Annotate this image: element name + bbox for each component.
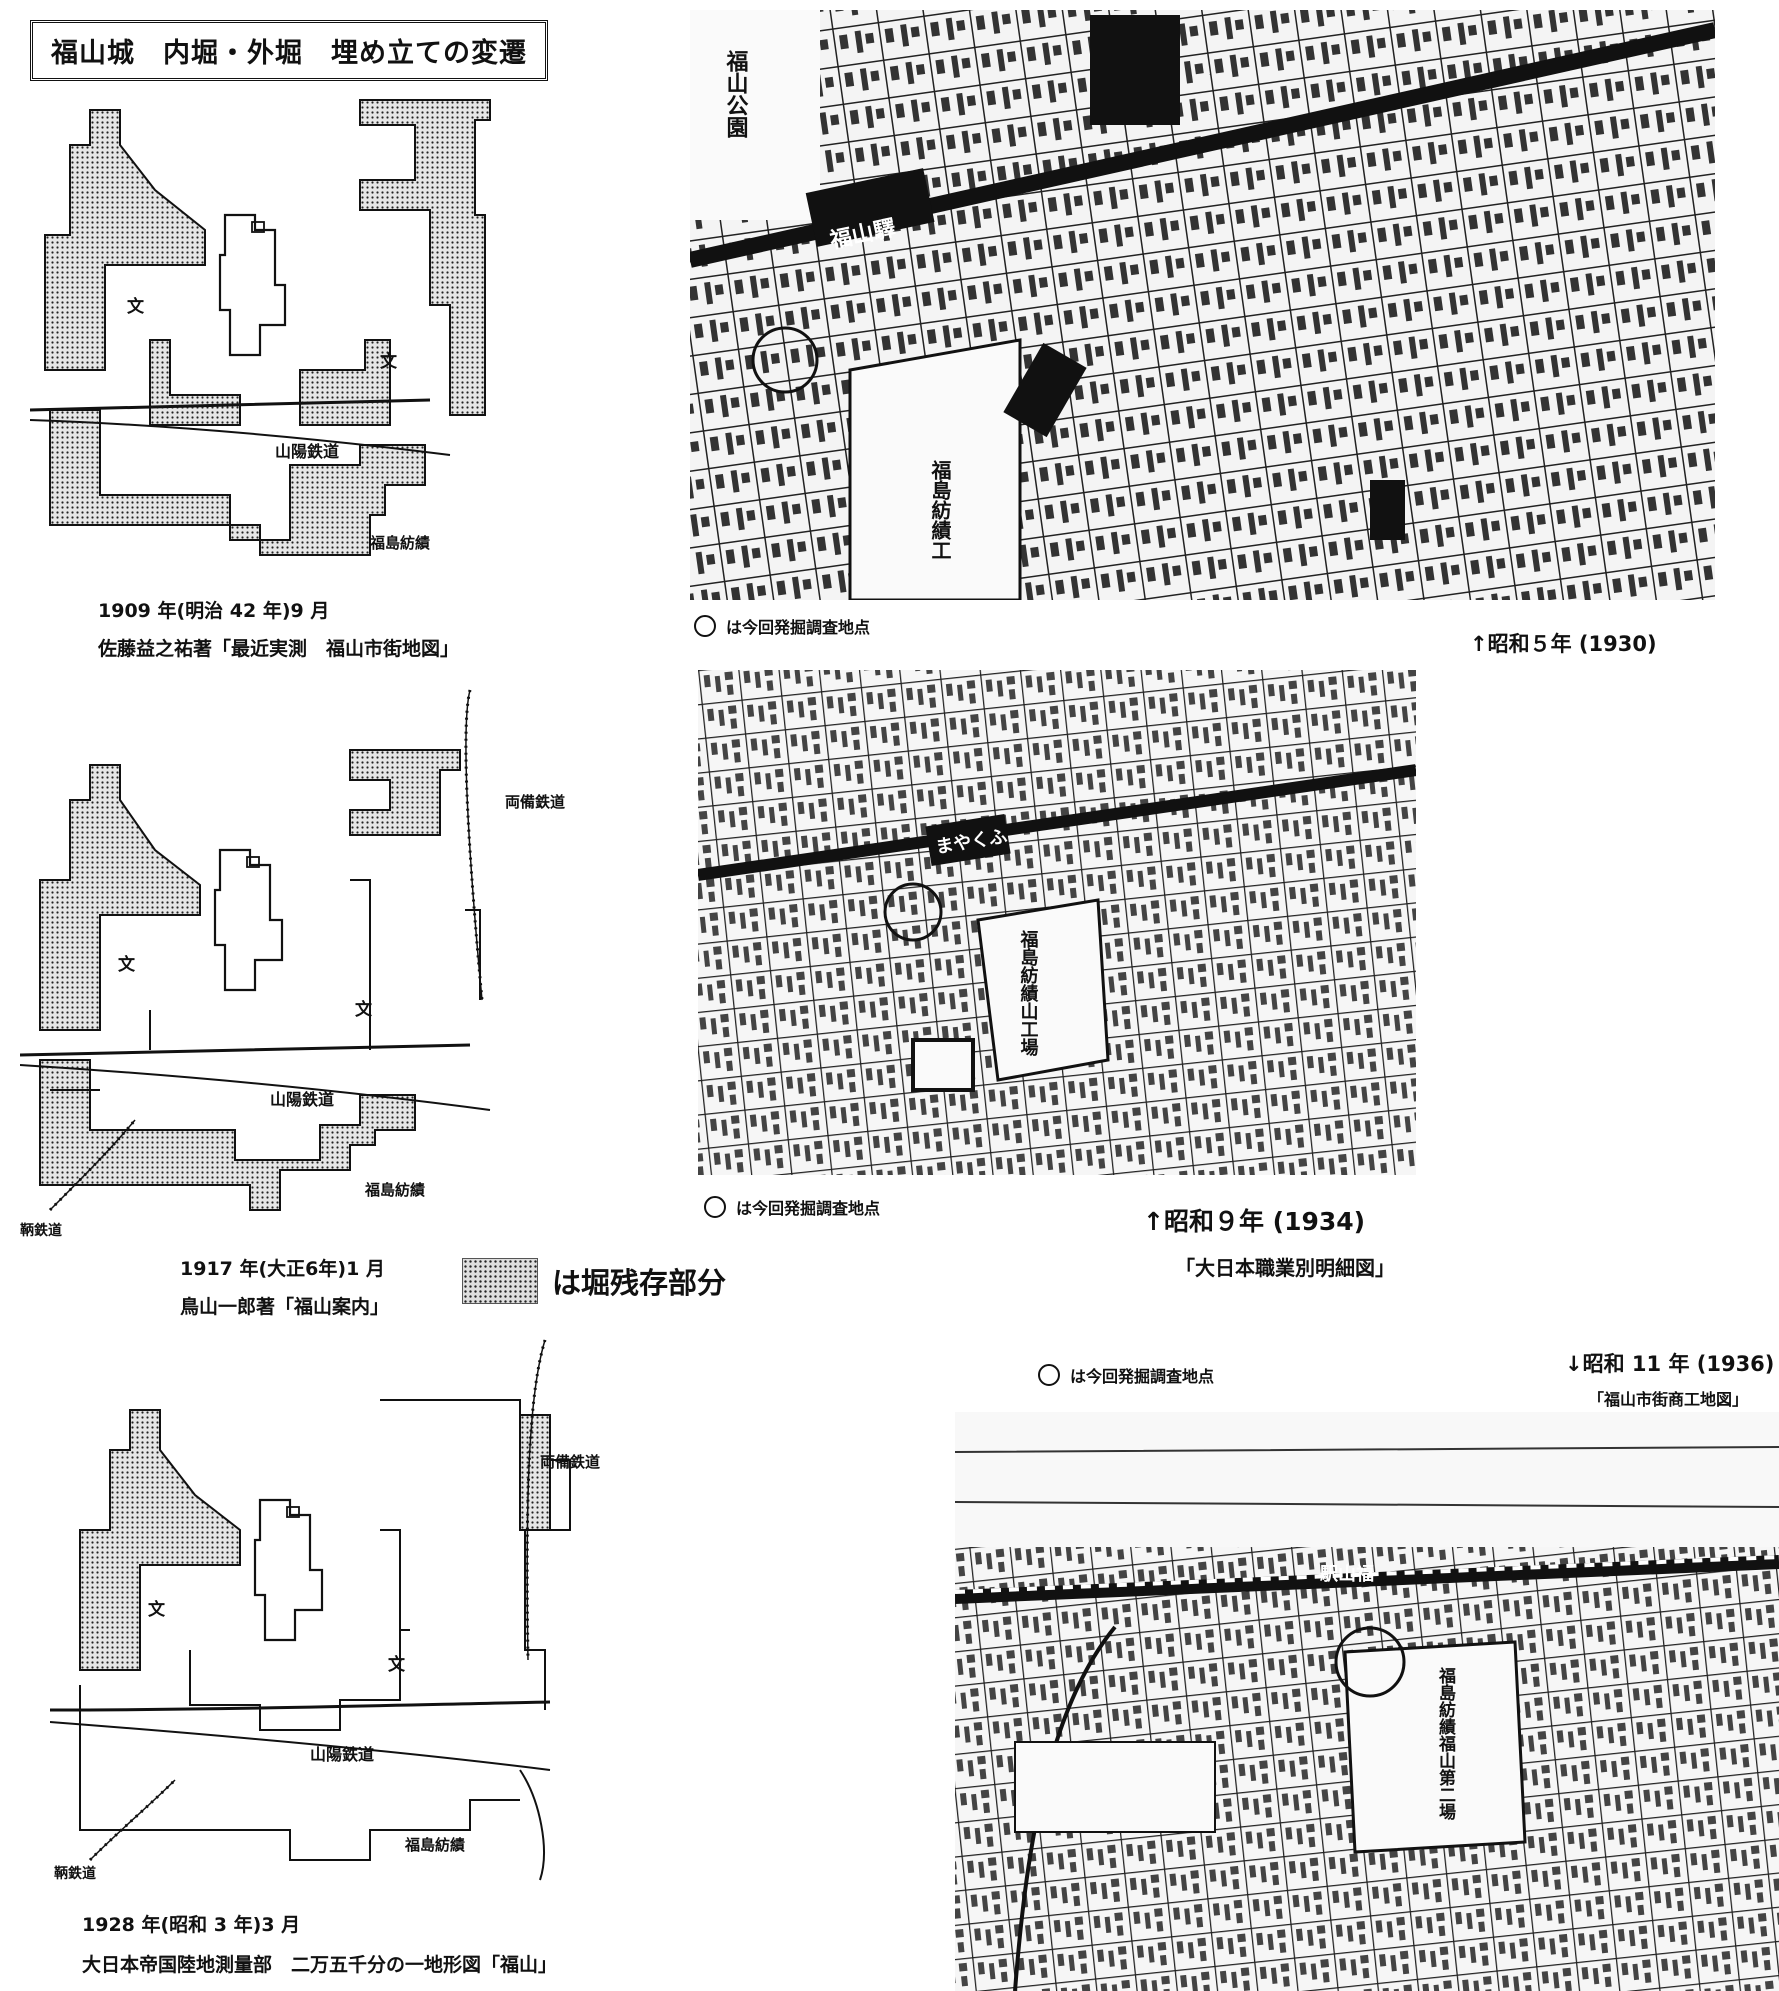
school-label-left: 文 bbox=[127, 296, 145, 317]
moat-inner-east bbox=[299, 339, 391, 426]
moat-east bbox=[359, 99, 491, 416]
excavation-site-marker bbox=[1038, 1364, 1060, 1386]
moat-plan-1928: 文 文 山陽鉄道 福島紡績 両備鉄道 鞆鉄道 bbox=[50, 1339, 600, 1882]
tomo-label: 鞆鉄道 bbox=[54, 1865, 96, 1882]
moat-inner-west bbox=[149, 339, 241, 426]
tomo-label: 鞆鉄道 bbox=[20, 1222, 62, 1239]
moat-east-north bbox=[519, 1414, 551, 1531]
old-map-1930: 福山公園 福山驛 福島紡績工 bbox=[690, 10, 1715, 600]
excavation-site-circle bbox=[751, 326, 819, 394]
school-label-left: 文 bbox=[148, 1599, 166, 1620]
excavation-site-marker bbox=[694, 615, 716, 637]
excavation-site-circle bbox=[1334, 1626, 1406, 1698]
plan-1928-date: 1928 年(昭和 3 年)3 月 bbox=[82, 1914, 301, 1936]
map-1934-source: 「大日本職業別明細図」 bbox=[1175, 1256, 1395, 1280]
factory-grounds bbox=[1343, 1640, 1527, 1854]
moat-plan-1909: 文 文 山陽鉄道 福島紡績 bbox=[30, 99, 491, 556]
railway-label: 山陽鉄道 bbox=[270, 1090, 334, 1109]
moat-east-north bbox=[349, 749, 461, 836]
plan-1909-date: 1909 年(明治 42 年)9 月 bbox=[98, 600, 330, 622]
map-1936-note: は今回発掘調査地点 bbox=[1038, 1363, 1214, 1387]
factory-label: 福島紡績 bbox=[369, 534, 430, 552]
map-1936-era: ↓昭和 11 年 (1936) bbox=[1565, 1352, 1775, 1376]
castle-outline bbox=[218, 213, 287, 357]
plan-1917-date: 1917 年(大正6年)1 月 bbox=[180, 1258, 385, 1280]
old-map-1934: まやくふ 福島紡績山工場 bbox=[698, 670, 1416, 1175]
legend: は堀残存部分 bbox=[462, 1258, 726, 1304]
railway-label: 山陽鉄道 bbox=[275, 442, 339, 461]
factory-label: 福島紡績山工場 bbox=[1018, 929, 1040, 1057]
ryobi-label: 両備鉄道 bbox=[505, 793, 565, 811]
factory-label: 福島紡績福山第二場 bbox=[1435, 1666, 1457, 1821]
factory-label: 福島紡績 bbox=[364, 1181, 425, 1199]
plan-1909-source: 佐藤益之祐著「最近実測 福山市街地図」 bbox=[98, 638, 460, 660]
factory-label: 福島紡績 bbox=[404, 1836, 465, 1854]
factory-grounds bbox=[976, 898, 1110, 1082]
moat-south bbox=[49, 409, 426, 556]
moat-remaining-swatch bbox=[462, 1258, 538, 1304]
ryobi-label: 両備鉄道 bbox=[540, 1453, 600, 1471]
school-label-right: 文 bbox=[380, 351, 398, 372]
map-1934-note: は今回発掘調査地点 bbox=[704, 1195, 880, 1219]
old-map-1936: 駅山福 福島紡績福山第二場 bbox=[955, 1412, 1779, 1991]
castle-outline bbox=[253, 1498, 324, 1642]
school-label-left: 文 bbox=[118, 954, 136, 975]
factory-label: 福島紡績工 bbox=[928, 460, 952, 560]
excavation-site-circle bbox=[883, 882, 943, 942]
school-label-right: 文 bbox=[355, 999, 373, 1020]
moat-west-north bbox=[44, 109, 206, 371]
moat-west bbox=[39, 764, 201, 1031]
station-label: 駅山福 bbox=[1319, 1563, 1374, 1585]
map-1936-source: 「福山市街商工地図」 bbox=[1588, 1390, 1749, 1409]
moat-west bbox=[79, 1409, 241, 1671]
excavation-site-marker bbox=[704, 1196, 726, 1218]
moat-plan-1917: 文 文 山陽鉄道 福島紡績 両備鉄道 鞆鉄道 bbox=[20, 689, 565, 1239]
map-1930-note: は今回発掘調査地点 bbox=[694, 614, 870, 638]
park-label: 福山公園 bbox=[723, 50, 750, 138]
school-label-right: 文 bbox=[388, 1654, 406, 1675]
legend-label: は堀残存部分 bbox=[552, 1266, 727, 1300]
moat-south bbox=[39, 1059, 416, 1211]
railway-label: 山陽鉄道 bbox=[310, 1745, 374, 1764]
plan-1917-source: 鳥山一郎著「福山案内」 bbox=[180, 1296, 390, 1318]
map-1934-era: ↑昭和９年 (1934) bbox=[1143, 1207, 1366, 1236]
plan-1928-source: 大日本帝国陸地測量部 二万五千分の一地形図「福山」 bbox=[82, 1954, 558, 1976]
map-1930-era: ↑昭和５年 (1930) bbox=[1470, 632, 1657, 656]
factory-grounds bbox=[848, 338, 1022, 600]
castle-outline bbox=[213, 848, 284, 992]
page-title: 福山城 内堀・外堀 埋め立ての変遷 bbox=[30, 20, 548, 81]
